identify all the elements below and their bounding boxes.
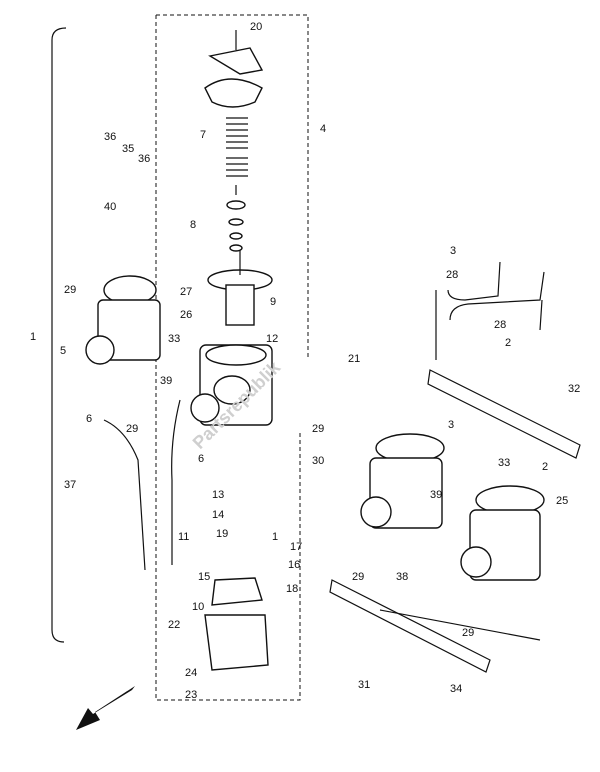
callout-24: 24 bbox=[185, 667, 197, 679]
callout-34: 34 bbox=[450, 683, 462, 695]
callout-39-left: 39 bbox=[160, 375, 172, 387]
callout-28-lower: 28 bbox=[494, 319, 506, 331]
callout-17: 17 bbox=[290, 541, 302, 553]
callout-35: 35 bbox=[122, 143, 134, 155]
callout-31: 31 bbox=[358, 679, 370, 691]
callout-23: 23 bbox=[185, 689, 197, 701]
callout-22: 22 bbox=[168, 619, 180, 631]
float-bowl-part bbox=[204, 577, 269, 671]
callout-14: 14 bbox=[212, 509, 224, 521]
callout-9: 9 bbox=[270, 296, 276, 308]
callout-15: 15 bbox=[198, 571, 210, 583]
callout-6-left: 6 bbox=[86, 413, 92, 425]
callout-36-left: 36 bbox=[104, 131, 116, 143]
callout-11: 11 bbox=[178, 531, 189, 543]
callout-32: 32 bbox=[568, 383, 580, 395]
callout-29-right: 29 bbox=[352, 571, 364, 583]
needle-set-part bbox=[226, 185, 246, 252]
carburetor-assembly-box bbox=[155, 14, 309, 701]
callout-20: 20 bbox=[250, 21, 262, 33]
callout-8: 8 bbox=[190, 219, 196, 231]
callout-2-lower: 2 bbox=[542, 461, 548, 473]
callout-29-center: 29 bbox=[312, 423, 324, 435]
carburetor-right-1 bbox=[360, 433, 445, 529]
callout-16: 16 bbox=[288, 559, 300, 571]
hose-left bbox=[103, 419, 146, 571]
callout-1-lower: 1 bbox=[272, 531, 278, 543]
callout-38: 38 bbox=[396, 571, 408, 583]
callout-13: 13 bbox=[212, 489, 224, 501]
mounting-plate-upper bbox=[427, 369, 581, 459]
piston-diaphragm-part bbox=[207, 250, 273, 326]
front-direction-arrow bbox=[76, 686, 135, 730]
callout-29-mid: 29 bbox=[126, 423, 138, 435]
carburetor-body-center bbox=[190, 344, 273, 426]
callout-3-lower: 3 bbox=[448, 419, 454, 431]
diaphragm-cover-part bbox=[204, 30, 264, 108]
callout-29-left: 29 bbox=[64, 284, 76, 296]
carburetor-left bbox=[85, 275, 161, 365]
callout-28-upper: 28 bbox=[446, 269, 458, 281]
mounting-plate-lower bbox=[329, 579, 491, 673]
callout-21: 21 bbox=[348, 353, 360, 365]
callout-27: 27 bbox=[180, 286, 192, 298]
callout-37: 37 bbox=[64, 479, 76, 491]
carburetor-right-2 bbox=[460, 485, 545, 581]
callout-29-far-right: 29 bbox=[462, 627, 474, 639]
callout-6-center: 6 bbox=[198, 453, 204, 465]
hose-right bbox=[435, 261, 501, 360]
rod-lower bbox=[379, 609, 541, 641]
callout-4: 4 bbox=[320, 123, 326, 135]
callout-18: 18 bbox=[286, 583, 298, 595]
callout-19: 19 bbox=[216, 528, 228, 540]
callout-2-upper: 2 bbox=[505, 337, 511, 349]
callout-3-upper: 3 bbox=[450, 245, 456, 257]
callout-36-right: 36 bbox=[138, 153, 150, 165]
callout-1: 1 bbox=[30, 331, 36, 343]
callout-30: 30 bbox=[312, 455, 324, 467]
callout-5: 5 bbox=[60, 345, 66, 357]
callout-7: 7 bbox=[200, 129, 206, 141]
callout-26: 26 bbox=[180, 309, 192, 321]
callout-10: 10 bbox=[192, 601, 204, 613]
callout-39-right: 39 bbox=[430, 489, 442, 501]
hose-right-2 bbox=[449, 271, 545, 331]
assembly-bracket-left bbox=[51, 27, 67, 643]
hose-left-2 bbox=[171, 399, 181, 565]
callout-25: 25 bbox=[556, 495, 568, 507]
spring-part bbox=[226, 117, 248, 177]
callout-40: 40 bbox=[104, 201, 116, 213]
callout-12: 12 bbox=[266, 333, 278, 345]
callout-33-left: 33 bbox=[168, 333, 180, 345]
callout-33-right: 33 bbox=[498, 457, 510, 469]
